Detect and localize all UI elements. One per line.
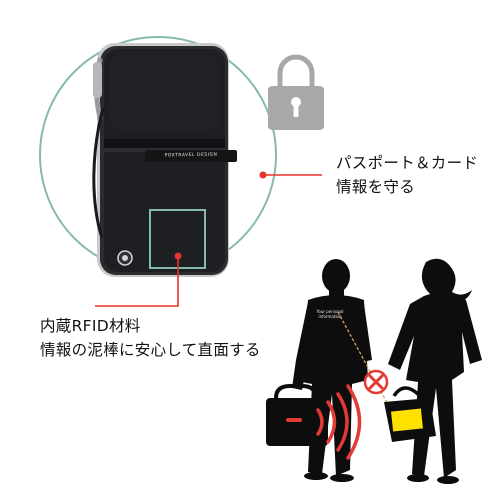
briefcase: [266, 384, 328, 446]
rfid-caption-line1: 内蔵RFID材料: [40, 317, 141, 335]
tag-line-2: information: [318, 314, 342, 319]
man-silhouette: [292, 259, 372, 482]
personal-information-tag: Your personal information: [308, 309, 352, 319]
rfid-callout: [95, 252, 182, 307]
passport-caption-line2: 情報を守る: [336, 178, 416, 196]
tag-line-1: Your personal: [316, 309, 344, 314]
rfid-signal-waves: [316, 384, 362, 460]
rfid-caption-line2: 情報の泥棒に安心して直面する: [40, 341, 261, 359]
passport-callout: [259, 171, 322, 179]
no-entry-cross-icon: [363, 369, 389, 395]
passport-protection-caption: パスポート＆カード 情報を守る: [336, 151, 478, 199]
woman-silhouette: [388, 258, 482, 484]
handbag: [384, 386, 436, 442]
passport-caption-line1: パスポート＆カード: [336, 154, 479, 172]
travel-wallet: [92, 43, 237, 277]
rfid-material-caption: 内蔵RFID材料 情報の泥棒に安心して直面する: [40, 314, 261, 362]
padlock-icon: [268, 54, 324, 130]
